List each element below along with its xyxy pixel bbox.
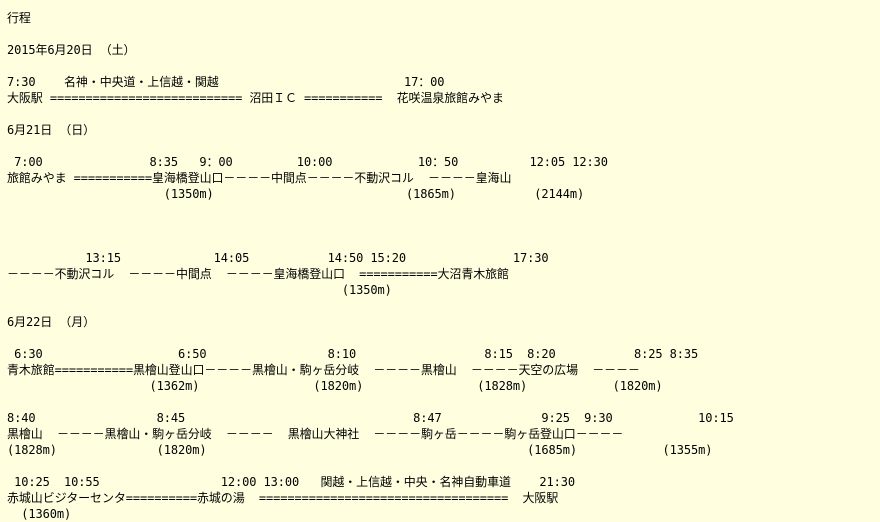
text-line: 6月21日 （日）	[7, 123, 95, 137]
text-line: 大阪駅 =========================== 沼田ＩＣ ===…	[7, 91, 504, 105]
text-line: 6月22日 （月）	[7, 315, 95, 329]
text-line: 7:00 8:35 9：00 10:00 10：50 12:05 12:30	[7, 155, 608, 169]
text-line: －－－－不動沢コル －－－－中間点 －－－－皇海橋登山口 ===========…	[7, 267, 509, 281]
text-line: (1828m) (1820m) (1685m) (1355m)	[7, 443, 713, 457]
text-line: 赤城山ビジターセンタ==========赤城の湯 ===============…	[7, 491, 559, 505]
text-line: 2015年6月20日 （土）	[7, 43, 136, 57]
text-line: 黒檜山 －－－－黒檜山・駒ヶ岳分岐 －－－－ 黒檜山大神社 －－－－駒ヶ岳－－－…	[7, 427, 624, 441]
text-line: 青木旅館===========黒檜山登山口－－－－黒檜山・駒ヶ岳分岐 －－－－黒…	[7, 363, 640, 377]
text-line: 8:40 8:45 8:47 9:25 9:30 10:15	[7, 411, 734, 425]
text-line: 6:30 6:50 8:10 8:15 8:20 8:25 8:35	[7, 347, 699, 361]
text-line: 10:25 10:55 12:00 13:00 関越・上信越・中央・名神自動車道…	[7, 475, 576, 489]
text-line: 旅館みやま ===========皇海橋登山口－－－－中間点－－－－不動沢コル …	[7, 171, 512, 185]
text-line: (1350m) (1865m) (2144m)	[7, 187, 585, 201]
itinerary-text: 行程 2015年6月20日 （土） 7:30 名神・中央道・上信越・関越 17：…	[7, 10, 734, 522]
text-line: 13:15 14:05 14:50 15:20 17:30	[7, 251, 549, 265]
text-line: 7:30 名神・中央道・上信越・関越 17：00	[7, 75, 445, 89]
text-line: (1360m)	[7, 507, 72, 521]
text-line: (1362m) (1820m) (1828m) (1820m)	[7, 379, 663, 393]
text-line: 行程	[7, 11, 31, 25]
text-line: (1350m)	[7, 283, 392, 297]
